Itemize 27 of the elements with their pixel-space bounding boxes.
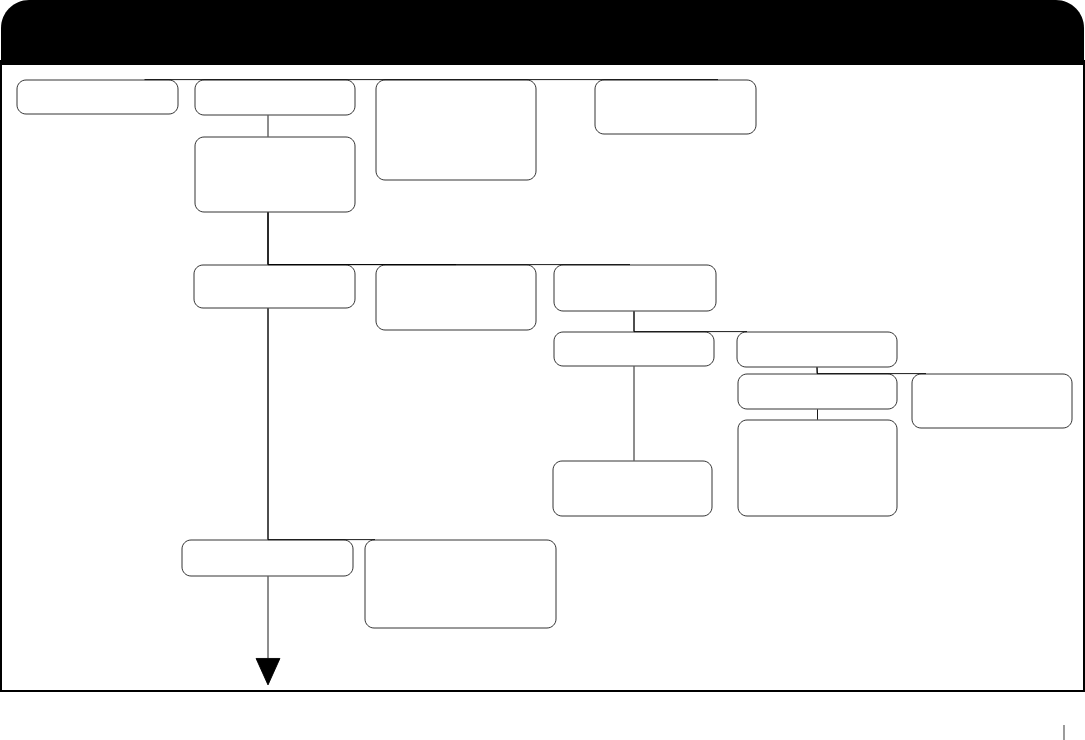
rounded-box xyxy=(181,539,354,577)
connector-line xyxy=(144,79,276,81)
rounded-box xyxy=(194,79,356,116)
connector-line xyxy=(816,366,927,375)
connector-line xyxy=(455,79,719,81)
connector-line xyxy=(633,310,748,333)
connector-line xyxy=(267,211,631,266)
rounded-box xyxy=(736,331,898,368)
arrow xyxy=(255,575,281,686)
connector-line xyxy=(633,365,635,462)
connector-line xyxy=(267,114,269,138)
rounded-box xyxy=(911,373,1073,429)
rounded-box xyxy=(737,373,898,410)
rounded-box xyxy=(375,79,537,181)
connector-line xyxy=(274,79,457,81)
rounded-box xyxy=(16,79,179,115)
rounded-box xyxy=(737,419,898,517)
rounded-box xyxy=(594,79,757,135)
rounded-box xyxy=(375,264,537,331)
connector-line xyxy=(267,307,376,541)
rounded-box xyxy=(193,264,356,309)
rounded-box xyxy=(194,136,356,213)
connector-line xyxy=(817,408,818,421)
rounded-box xyxy=(552,460,713,517)
rounded-box xyxy=(553,331,715,367)
rounded-box xyxy=(553,264,717,312)
rounded-box xyxy=(364,539,557,629)
